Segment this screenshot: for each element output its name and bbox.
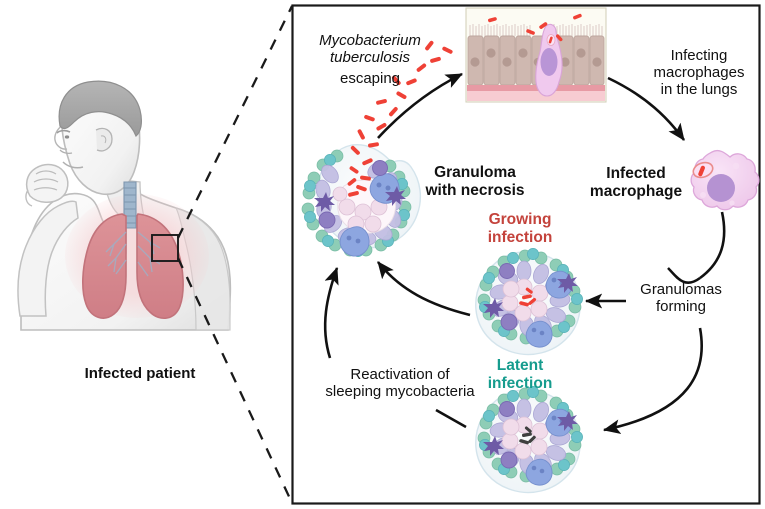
caption-infected-patient: Infected patient bbox=[84, 365, 196, 382]
arrow-to-latent-granuloma bbox=[602, 327, 704, 434]
label-infecting-macrophages-in-lungs: Infecting macrophages in the lungs bbox=[653, 47, 745, 99]
arrow-macrophage-to-granulomas bbox=[699, 211, 726, 280]
label-reactivation-sleeping-mycobacteria: Reactivation of sleeping mycobacteria bbox=[325, 366, 475, 401]
arrow-granulomas-bend bbox=[667, 267, 701, 284]
transmigrating-macrophage bbox=[535, 23, 563, 97]
dendritic-cells bbox=[483, 273, 578, 318]
label-granulomas-forming: Granulomas forming bbox=[640, 281, 722, 316]
multinucleated-giant-cells bbox=[318, 160, 400, 257]
multinucleated-giant-cells bbox=[499, 401, 573, 486]
necrotic-granuloma bbox=[301, 144, 422, 257]
growing-infection-granuloma bbox=[475, 248, 583, 356]
label-latent-infection: Latent infection bbox=[487, 357, 553, 392]
active-bacteria-core bbox=[519, 287, 537, 307]
escaping-bacteria-trail bbox=[347, 40, 453, 197]
arrow-reactivation-to-necrotic bbox=[323, 267, 339, 359]
coughing-patient-illustration bbox=[17, 80, 232, 331]
dendritic-cells bbox=[483, 411, 578, 456]
macrophage-nucleus bbox=[707, 174, 735, 202]
arrow-latent-to-reactivation bbox=[435, 408, 467, 429]
multinucleated-giant-cells bbox=[499, 263, 573, 348]
arrow-epithelium-to-macrophage bbox=[607, 76, 686, 141]
dormant-bacteria-core bbox=[519, 426, 536, 445]
intracellular-bacillus bbox=[698, 165, 705, 177]
lung-epithelium-panel bbox=[465, 7, 607, 103]
lung-region-callout-box bbox=[151, 234, 179, 262]
label-granuloma-with-necrosis: Granuloma with necrosis bbox=[425, 164, 525, 199]
label-infected-macrophage: Infected macrophage bbox=[589, 165, 683, 200]
arrow-escape-to-epithelium bbox=[377, 72, 463, 139]
latent-infection-granuloma bbox=[475, 386, 583, 494]
arrow-growing-to-necrotic bbox=[376, 261, 471, 317]
luminal-bacteria bbox=[488, 13, 582, 42]
label-growing-infection: Growing infection bbox=[487, 211, 553, 246]
dendritic-cells bbox=[314, 186, 406, 212]
magnifier-connector-lines bbox=[176, 5, 294, 504]
infected-macrophage-cell bbox=[690, 149, 760, 211]
trachea bbox=[123, 181, 137, 229]
label-mycobacterium-species: Mycobacterium tuberculosis bbox=[319, 32, 421, 67]
label-escaping-action: escaping bbox=[339, 70, 401, 87]
